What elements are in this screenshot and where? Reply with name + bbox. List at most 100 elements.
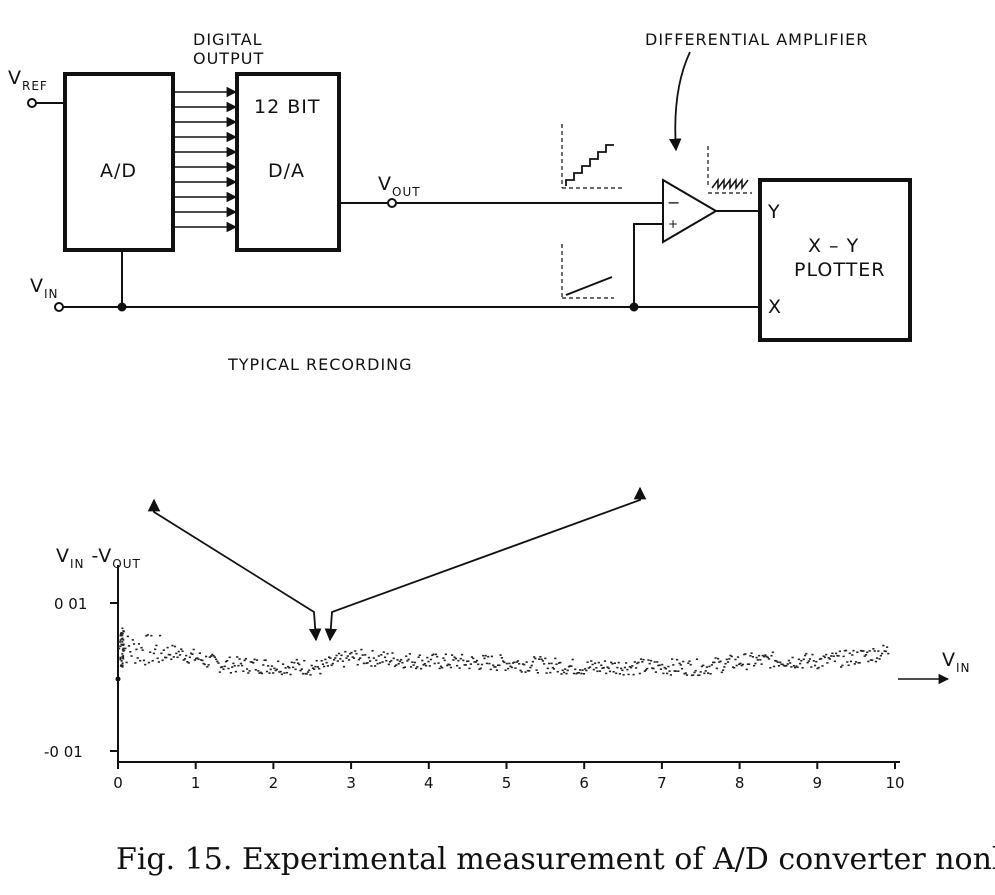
scatter-point bbox=[407, 658, 410, 661]
scatter-point bbox=[582, 673, 585, 675]
scatter-point bbox=[520, 671, 523, 673]
scatter-point bbox=[818, 658, 822, 660]
scatter-point bbox=[724, 662, 727, 665]
scatter-point bbox=[412, 664, 415, 666]
scatter-point bbox=[810, 666, 813, 668]
staircase-waveform-inset bbox=[561, 124, 622, 189]
scatter-point bbox=[147, 661, 150, 664]
da-label: D/A bbox=[268, 160, 305, 182]
scatter-point bbox=[119, 639, 122, 641]
scatter-point bbox=[418, 654, 421, 656]
scatter-point bbox=[615, 672, 618, 675]
scatter-point bbox=[631, 665, 634, 667]
scatter-point bbox=[602, 666, 605, 669]
scatter-point bbox=[767, 658, 771, 660]
scatter-point bbox=[264, 659, 267, 661]
scatter-point bbox=[121, 664, 124, 667]
scatter-point bbox=[745, 668, 748, 671]
scatter-point bbox=[862, 650, 865, 652]
scatter-point bbox=[882, 644, 885, 647]
scatter-point bbox=[382, 651, 385, 653]
scatter-point bbox=[383, 656, 387, 659]
scatter-point bbox=[453, 656, 456, 659]
scatter-point bbox=[120, 660, 123, 662]
scatter-point bbox=[411, 661, 414, 663]
scatter-point bbox=[169, 654, 172, 656]
scatter-point bbox=[654, 671, 657, 673]
ramp-waveform-inset bbox=[561, 244, 614, 299]
scatter-point bbox=[554, 657, 557, 660]
scatter-point bbox=[756, 659, 759, 661]
scatter-point bbox=[524, 671, 527, 673]
scatter-point bbox=[160, 652, 163, 655]
scatter-point bbox=[801, 667, 804, 669]
scatter-point bbox=[347, 659, 351, 661]
scatter-point bbox=[439, 665, 443, 668]
scatter-point bbox=[408, 653, 411, 655]
scatter-point bbox=[717, 657, 720, 660]
scatter-point bbox=[268, 672, 271, 674]
scatter-point bbox=[197, 658, 200, 661]
scatter-point bbox=[648, 662, 651, 665]
scatter-point bbox=[738, 663, 741, 666]
scatter-point bbox=[594, 662, 597, 665]
scatter-point bbox=[421, 659, 424, 662]
scatter-point bbox=[182, 659, 185, 661]
scatter-point bbox=[364, 654, 367, 656]
scatter-point bbox=[171, 644, 174, 647]
scatter-point bbox=[329, 657, 332, 659]
scatter-point bbox=[607, 667, 610, 670]
scatter-point bbox=[740, 664, 743, 667]
scatter-point bbox=[119, 634, 122, 637]
scatter-point bbox=[576, 672, 579, 674]
scatter-point bbox=[391, 652, 394, 654]
scatter-point bbox=[120, 634, 123, 636]
scatter-point bbox=[303, 659, 306, 662]
scatter-point bbox=[820, 657, 823, 660]
scatter-point bbox=[203, 663, 206, 666]
scatter-point bbox=[403, 666, 406, 668]
scatter-point bbox=[415, 667, 418, 670]
scatter-point bbox=[293, 661, 296, 664]
scatter-point bbox=[458, 667, 461, 669]
scatter-point bbox=[571, 658, 574, 661]
scatter-point bbox=[718, 661, 721, 663]
scatter-point bbox=[502, 660, 505, 662]
scatter-point bbox=[644, 669, 648, 671]
scatter-point bbox=[443, 659, 446, 662]
scatter-point bbox=[755, 656, 758, 659]
scatter-point bbox=[526, 669, 529, 672]
scatter-point bbox=[290, 661, 293, 664]
scatter-point bbox=[694, 669, 697, 672]
scatter-point bbox=[795, 665, 798, 667]
scatter-point bbox=[275, 668, 278, 671]
scatter-point bbox=[313, 668, 316, 670]
scatter-point bbox=[122, 630, 125, 632]
scatter-point bbox=[723, 666, 726, 668]
scatter-point bbox=[217, 662, 220, 664]
scatter-point bbox=[570, 665, 573, 667]
scatter-point bbox=[688, 660, 691, 662]
sawtooth-waveform-inset bbox=[707, 146, 752, 194]
zero-reference-mark bbox=[115, 676, 121, 682]
scatter-point bbox=[523, 663, 526, 666]
scatter-point bbox=[630, 666, 633, 669]
scatter-point bbox=[480, 663, 484, 666]
scatter-point bbox=[806, 661, 809, 664]
scatter-point bbox=[646, 667, 649, 670]
scatter-point bbox=[121, 643, 123, 646]
scatter-point bbox=[246, 668, 249, 670]
scatter-point bbox=[551, 666, 554, 669]
scatter-point bbox=[278, 671, 281, 673]
scatter-point bbox=[596, 670, 599, 673]
scatter-point bbox=[236, 656, 239, 658]
scatter-point bbox=[728, 658, 731, 660]
scatter-point bbox=[617, 661, 620, 664]
scatter-point bbox=[840, 666, 843, 668]
plotter-x-input-label: X bbox=[768, 296, 782, 318]
scatter-point bbox=[222, 668, 225, 670]
scatter-point bbox=[433, 662, 436, 665]
scatter-point bbox=[454, 657, 457, 660]
y-axis-label: VIN -VOUT bbox=[56, 545, 141, 571]
scatter-point bbox=[513, 661, 516, 664]
